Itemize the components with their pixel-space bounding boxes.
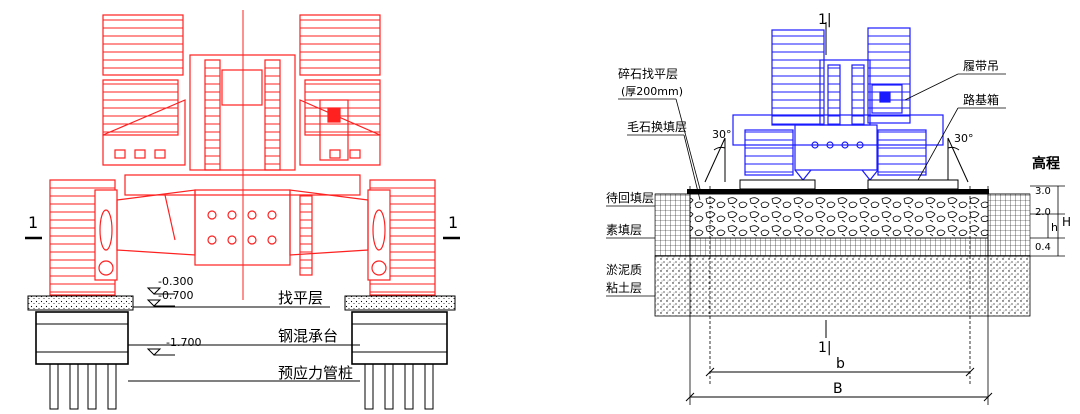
silty-clay-layer xyxy=(654,255,1031,317)
elevation-2-0: 2.0 xyxy=(1035,207,1051,218)
rubble-fill-layer xyxy=(689,193,989,239)
angle-label-right: 30° xyxy=(954,132,974,145)
section-mark-bottom: 1| xyxy=(818,340,832,356)
callout-prestressed-pile: 预应力管桩 xyxy=(278,364,353,382)
elevation-3-0: 3.0 xyxy=(1035,186,1051,197)
callout-road-box: 路基箱 xyxy=(963,92,999,107)
crane-upper-body xyxy=(102,54,381,171)
section-mark-right: 1 xyxy=(443,213,460,240)
elevation-0-4: 0.4 xyxy=(1035,242,1051,253)
load-angle-right xyxy=(947,137,969,183)
dimension-h-label: h xyxy=(1051,221,1058,234)
callout-crawler-leader xyxy=(904,73,959,101)
callout-pile-cap: 钢混承台 xyxy=(278,327,338,345)
callout-roadbox-leader xyxy=(917,107,959,181)
elevation-label-2: -0.700 xyxy=(158,289,193,302)
callout-leaders xyxy=(128,306,360,382)
callout-gravel-thickness: (厚200mm) xyxy=(621,85,683,98)
plain-fill-left xyxy=(654,193,691,257)
elevation-title: 高程 xyxy=(1032,155,1060,172)
dimension-H-label: H xyxy=(1062,215,1071,229)
dimension-b-label: b xyxy=(836,356,845,372)
elevation-scale xyxy=(1030,185,1065,257)
left-pile-cap xyxy=(27,295,134,410)
elevation-label-1: -0.300 xyxy=(158,275,193,288)
right-crawler-track xyxy=(367,179,436,296)
callout-crawler-crane: 履带吊 xyxy=(963,59,999,73)
layer-label-silty-1: 淤泥质 xyxy=(606,263,642,277)
callout-rubble-fill: 毛石换填层 xyxy=(627,120,687,134)
road-boxes xyxy=(739,179,959,190)
layer-boundaries xyxy=(655,186,1030,405)
svg-text:1: 1 xyxy=(28,213,38,232)
dimension-b xyxy=(705,367,975,377)
callout-leveling-layer: 找平层 xyxy=(278,289,323,307)
left-boom-frame xyxy=(102,14,184,136)
crane-car-body xyxy=(116,174,369,276)
layer-label-silty-2: 粘土层 xyxy=(606,280,642,295)
elevation-markers xyxy=(146,287,175,356)
section-mark-left: 1 xyxy=(25,213,42,240)
layer-label-backfill: 待回填层 xyxy=(606,191,654,205)
callout-gravel-leveling: 碎石找平层 xyxy=(618,66,678,81)
layer-label-plain-fill: 素填层 xyxy=(606,223,642,237)
plain-fill-right xyxy=(987,193,1031,257)
dimension-B xyxy=(685,392,993,402)
callout-gravel-leader xyxy=(675,98,701,190)
dimension-B-label: B xyxy=(833,381,843,397)
callout-rubble-leader xyxy=(683,134,701,201)
section-mark-top: 1| xyxy=(818,12,832,28)
blue-crawler-crane xyxy=(732,27,944,181)
right-section-drawing: 1| 30° xyxy=(606,12,1071,405)
right-pile-cap xyxy=(344,295,456,410)
angle-label-left: 30° xyxy=(712,128,732,141)
left-crawler-track xyxy=(49,179,118,296)
plain-fill-layer xyxy=(689,237,989,257)
svg-text:1: 1 xyxy=(448,213,458,232)
load-angle-left xyxy=(704,137,726,183)
gravel-leveling-layer xyxy=(687,189,989,194)
left-elevation-drawing: 1 1 -0.300 -0.700 -1.700 找平层 钢混承台 预应力管桩 xyxy=(25,10,460,410)
elevation-label-3: -1.700 xyxy=(166,336,201,349)
